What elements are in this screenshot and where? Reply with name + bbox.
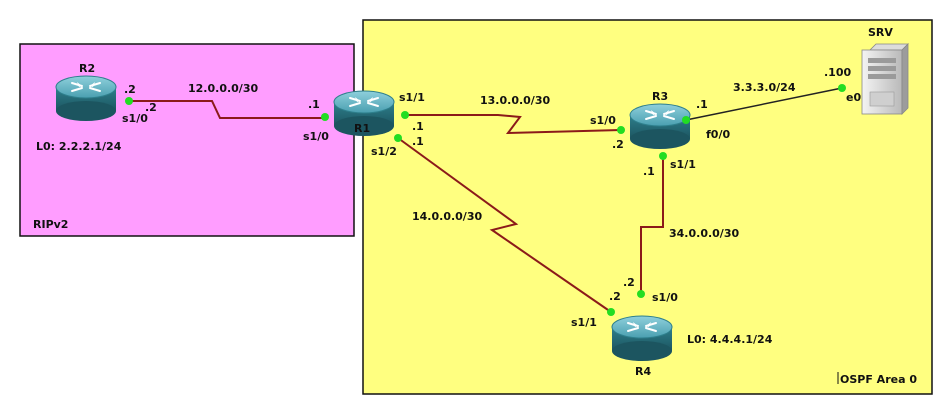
subnet-3: 3.3.3.0/24 xyxy=(733,81,796,94)
r1-host-13: .1 xyxy=(412,120,424,133)
r3-if-f0-0: f0/0 xyxy=(706,128,730,141)
r4-if-s1-1: s1/1 xyxy=(571,316,597,329)
port-dots xyxy=(125,84,846,316)
subnet-12: 12.0.0.0/30 xyxy=(188,82,258,95)
r2-host-a: .2 xyxy=(124,83,136,96)
rip-area xyxy=(19,43,355,237)
srv-if: e0 xyxy=(846,91,861,104)
r1-name: R1 xyxy=(354,122,370,135)
r2-host-b: .2 xyxy=(145,101,157,114)
link-r1-r4[interactable] xyxy=(397,137,612,313)
srv-host: .100 xyxy=(824,66,851,79)
r4-if-s1-0: s1/0 xyxy=(652,291,678,304)
ospf-area-label: OSPF Area 0 xyxy=(840,373,917,386)
port-r4-s1-0[interactable] xyxy=(637,290,645,298)
r3-if-s1-1: s1/1 xyxy=(670,158,696,171)
router-r2[interactable] xyxy=(55,75,117,122)
rip-area-label: RIPv2 xyxy=(33,218,68,231)
port-r2-s1-0[interactable] xyxy=(125,97,133,105)
port-r1-s1-2[interactable] xyxy=(394,134,402,142)
r3-host-13: .2 xyxy=(612,138,624,151)
server-srv[interactable] xyxy=(861,43,909,115)
r3-if-s1-0: s1/0 xyxy=(590,114,616,127)
link-r1-r3[interactable] xyxy=(405,114,622,135)
r1-if-s1-0: s1/0 xyxy=(303,130,329,143)
router-r4[interactable] xyxy=(611,315,673,362)
r2-if: s1/0 xyxy=(122,112,148,125)
port-srv-e0[interactable] xyxy=(838,84,846,92)
r4-loopback: L0: 4.4.4.1/24 xyxy=(687,333,773,346)
r3-name: R3 xyxy=(652,90,668,103)
srv-name: SRV xyxy=(868,26,893,39)
r2-loopback: L0: 2.2.2.1/24 xyxy=(36,140,122,153)
r4-name: R4 xyxy=(635,365,651,378)
r3-host-34: .1 xyxy=(643,165,655,178)
r1-host-14: .1 xyxy=(412,135,424,148)
subnet-34: 34.0.0.0/30 xyxy=(669,227,739,240)
r1-if-s1-2: s1/2 xyxy=(371,145,397,158)
r3-host-3: .1 xyxy=(696,98,708,111)
port-r1-s1-1[interactable] xyxy=(401,111,409,119)
r2-name: R2 xyxy=(79,62,95,75)
port-r1-s1-0[interactable] xyxy=(321,113,329,121)
subnet-14: 14.0.0.0/30 xyxy=(412,210,482,223)
port-r3-s1-1[interactable] xyxy=(659,152,667,160)
link-r3-r4[interactable] xyxy=(640,156,664,294)
link-r2-r1[interactable] xyxy=(129,100,325,119)
r4-host-34: .2 xyxy=(623,276,635,289)
link-r3-srv[interactable] xyxy=(685,87,843,121)
port-r4-s1-1[interactable] xyxy=(607,308,615,316)
port-r3-s1-0[interactable] xyxy=(617,126,625,134)
r4-host-14: .2 xyxy=(609,290,621,303)
subnet-13: 13.0.0.0/30 xyxy=(480,94,550,107)
router-r3[interactable] xyxy=(629,103,691,150)
r1-host-12: .1 xyxy=(308,98,320,111)
port-r3-f0-0[interactable] xyxy=(682,116,690,124)
r1-if-s1-1: s1/1 xyxy=(399,91,425,104)
